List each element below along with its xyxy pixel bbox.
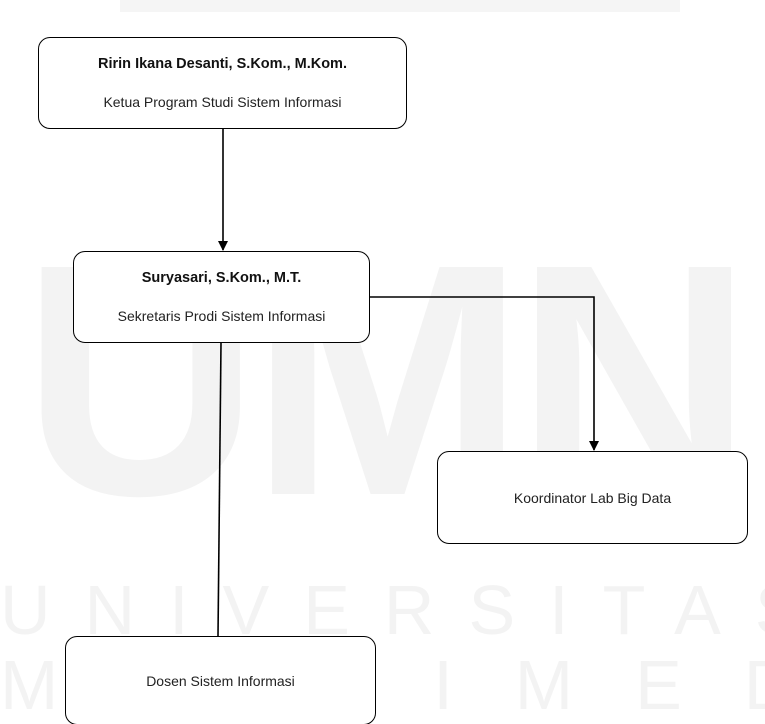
node-ketua-prodi-name: Ririn Ikana Desanti, S.Kom., M.Kom. (98, 56, 347, 72)
node-dosen-role: Dosen Sistem Informasi (146, 672, 295, 689)
watermark-top-band (120, 0, 680, 12)
node-koordinator-lab-role: Koordinator Lab Big Data (513, 489, 672, 506)
node-sekretaris-prodi-role: Sekretaris Prodi Sistem Informasi (117, 308, 326, 324)
node-ketua-prodi: Ririn Ikana Desanti, S.Kom., M.Kom. Ketu… (38, 37, 407, 129)
edge-sekprodi-to-koordinator (370, 296, 599, 451)
node-sekretaris-prodi-name: Suryasari, S.Kom., M.T. (141, 270, 302, 286)
node-dosen: Dosen Sistem Informasi (65, 636, 376, 724)
node-koordinator-lab: Koordinator Lab Big Data (437, 451, 748, 544)
edge-sekprodi-to-dosen (217, 342, 222, 637)
node-sekretaris-prodi: Suryasari, S.Kom., M.T. Sekretaris Prodi… (73, 251, 370, 343)
node-ketua-prodi-role: Ketua Program Studi Sistem Informasi (103, 94, 342, 110)
watermark-universitas: UNIVERSITAS (0, 571, 765, 649)
